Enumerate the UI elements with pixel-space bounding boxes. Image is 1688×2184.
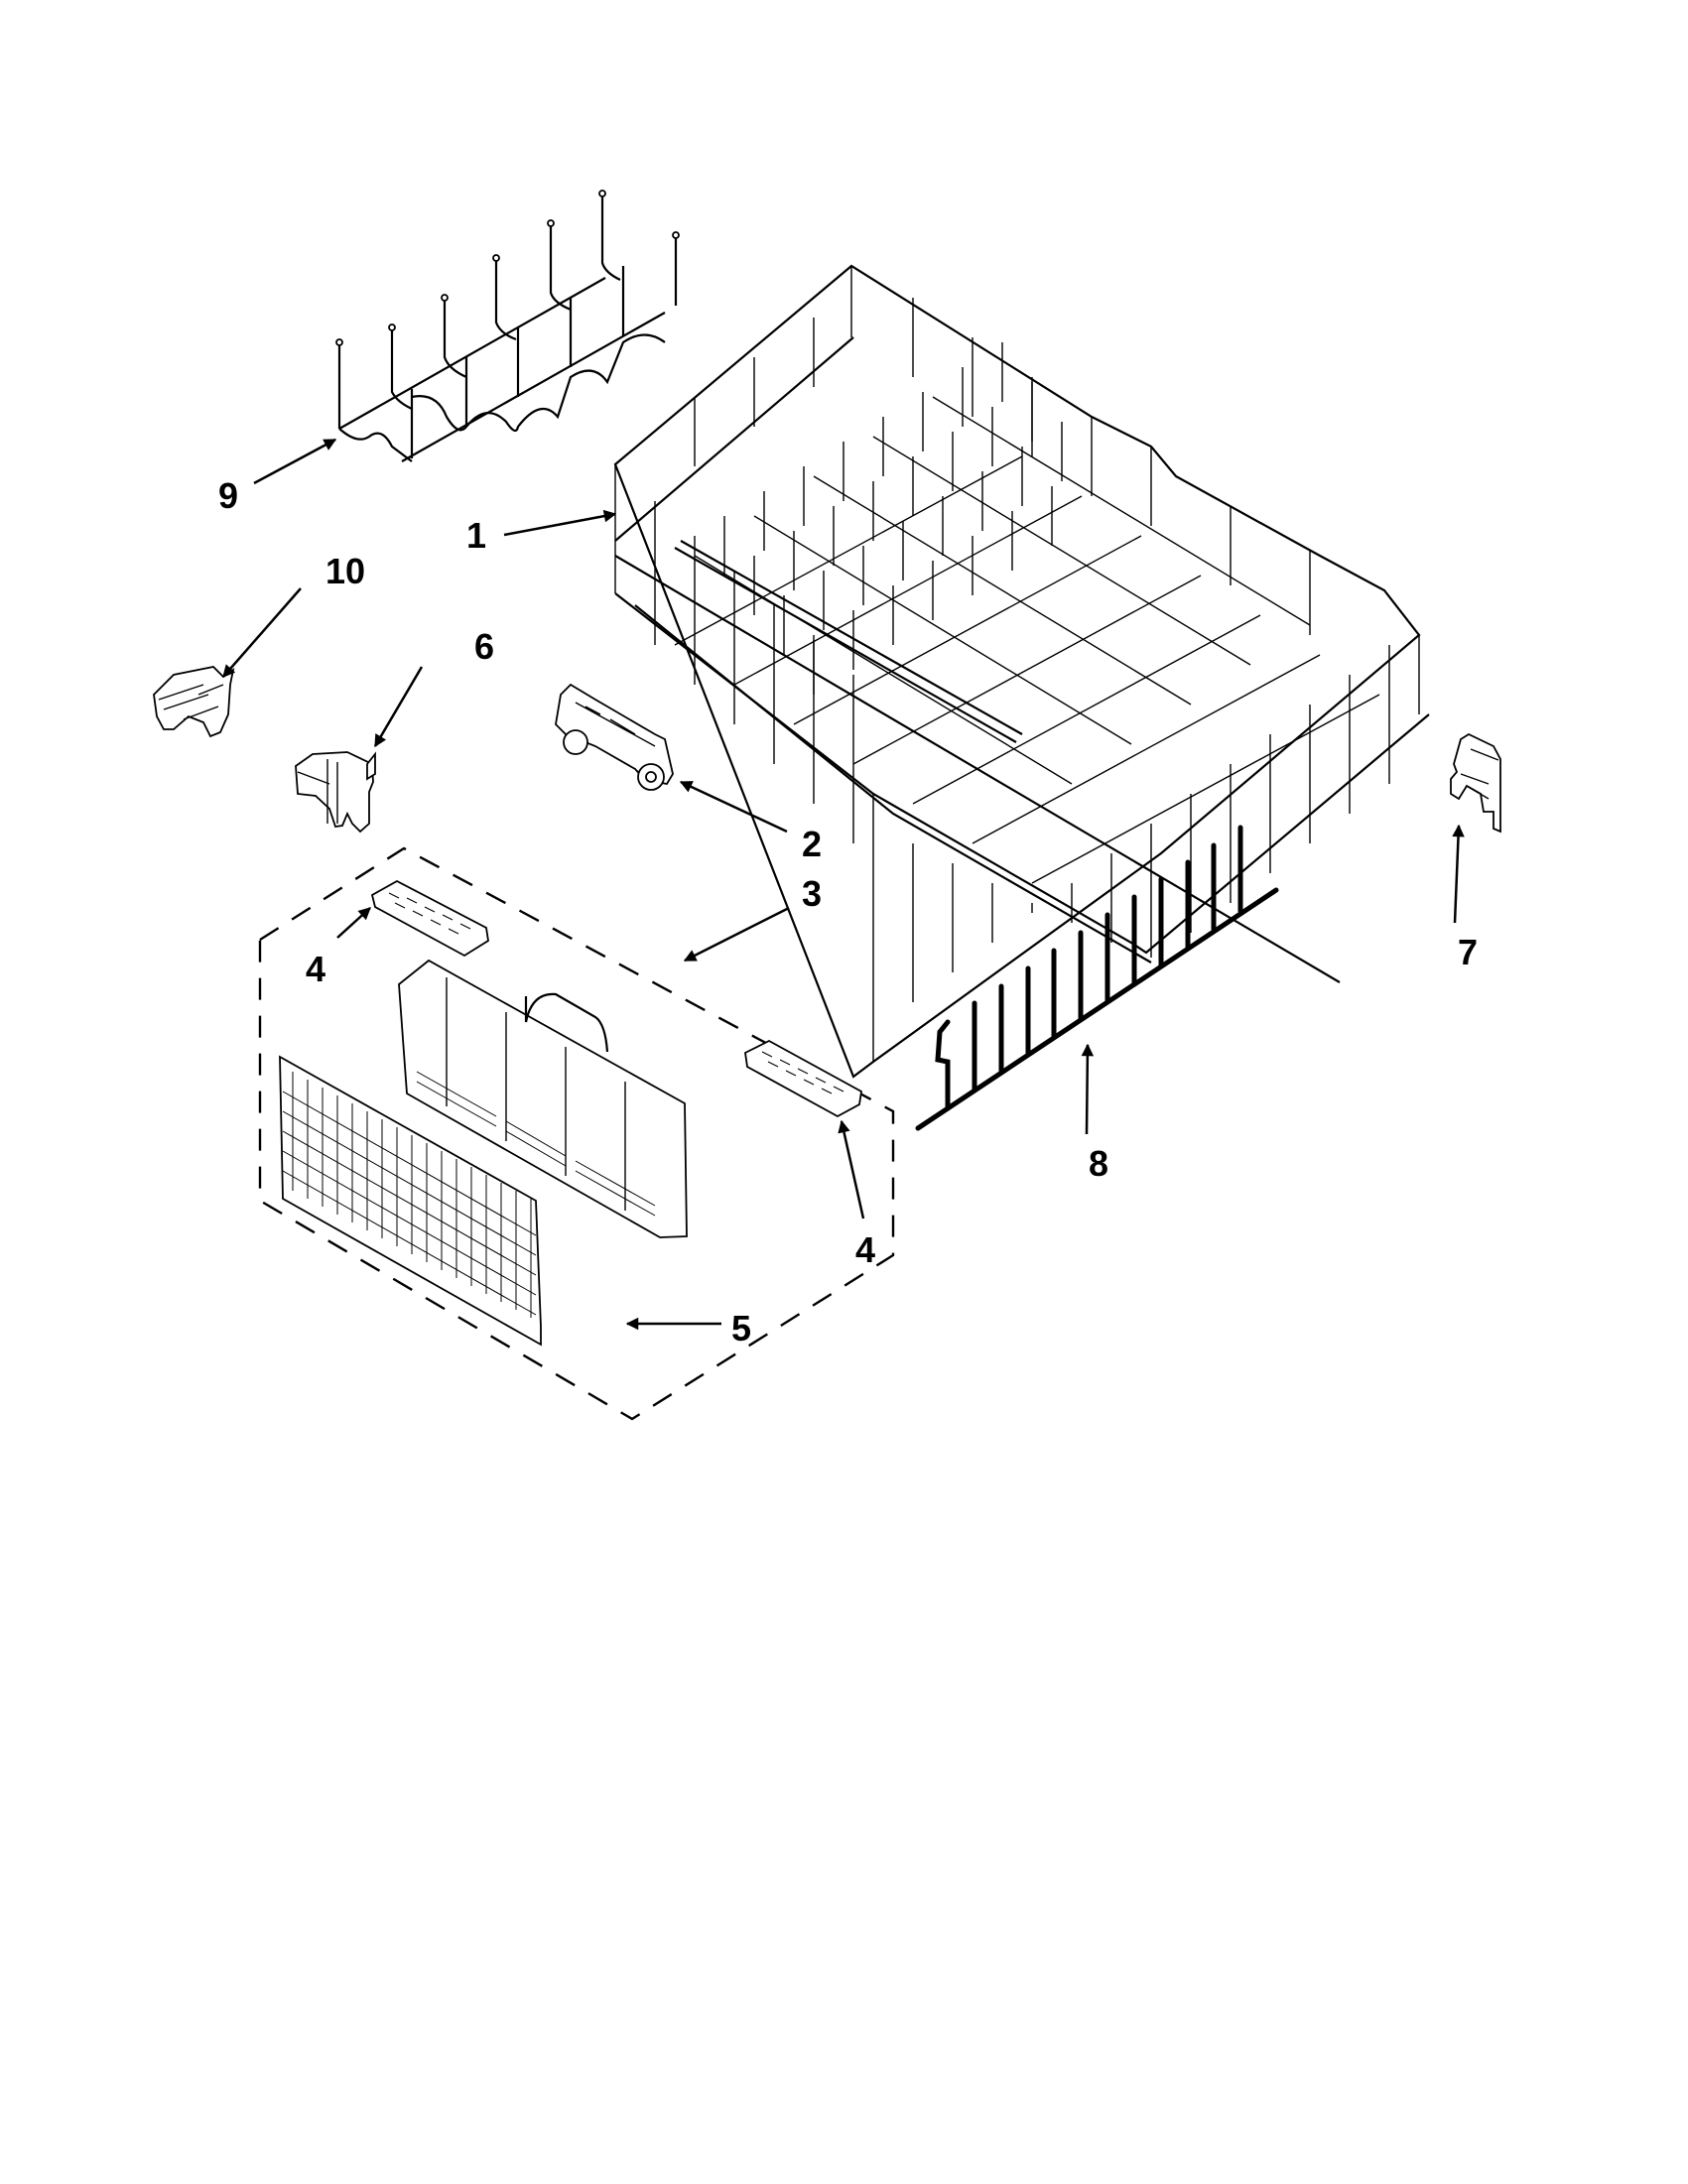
tine-row-part [915,825,1279,1131]
basket-lid-left-part [370,879,489,958]
callout-10: 10 [325,551,366,591]
callout-4-right: 4 [854,1229,876,1270]
leader-arrows [222,438,1465,1331]
callout-6: 6 [473,626,495,667]
callout-8: 8 [1088,1143,1109,1184]
basket-lid-right-part [744,1039,862,1118]
callout-1: 1 [465,515,487,556]
basket-assembly-boundary [258,846,895,1421]
rack-wheel-adjuster-part [555,683,674,791]
rack-clip-part [153,666,235,738]
upper-rack-part [613,264,1430,1079]
rack-stop-clip-part [295,751,376,834]
callout-2: 2 [801,824,823,864]
callout-3: 3 [801,873,823,914]
callout-5: 5 [730,1308,752,1349]
callout-4-left: 4 [305,949,326,989]
callout-9: 9 [217,475,239,516]
silverware-basket-part [398,959,688,1238]
stemware-holder-part [335,190,680,462]
track-end-cap-part [1450,732,1501,834]
callout-7: 7 [1457,932,1479,972]
basket-cover-part [279,1055,542,1347]
